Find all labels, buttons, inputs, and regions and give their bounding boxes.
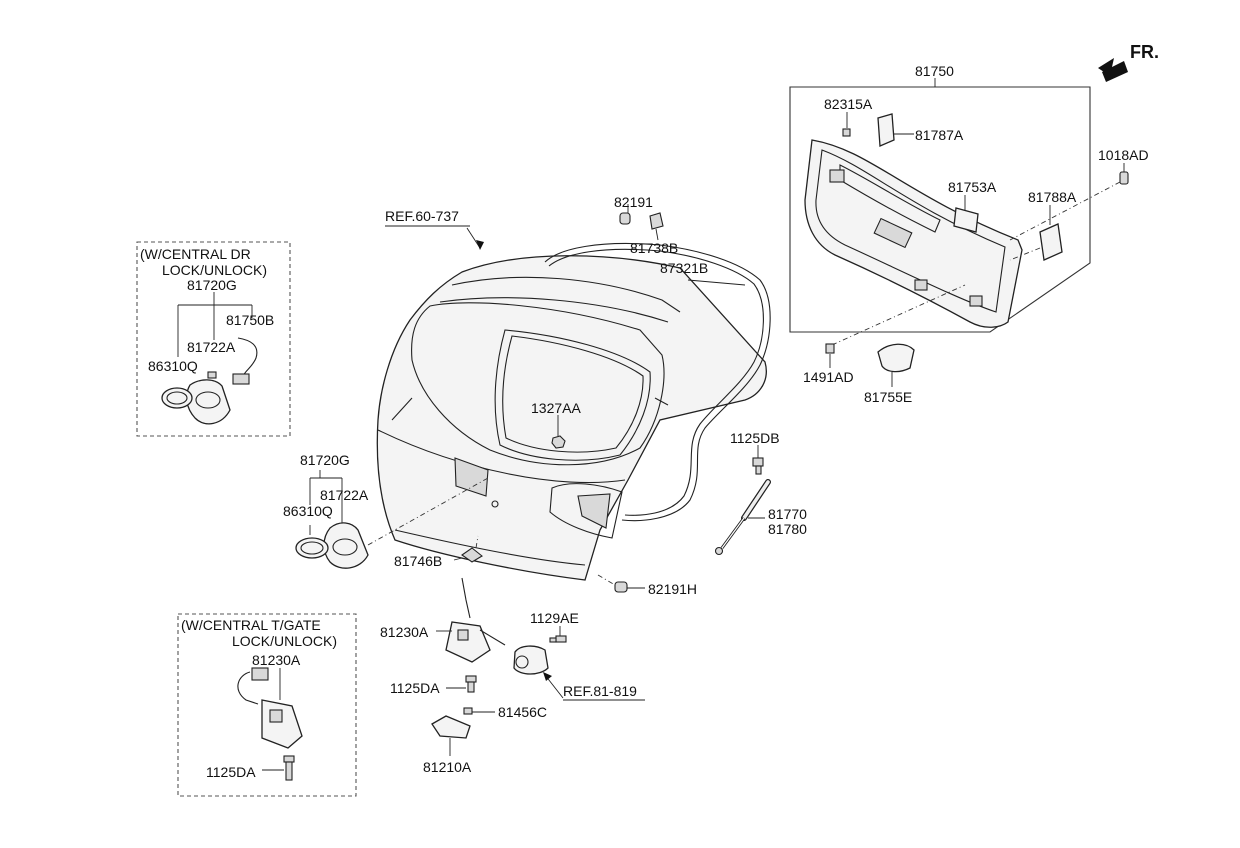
option-box-central-tgate-line2: LOCK/UNLOCK) [232,633,337,649]
bolt-1125db [752,445,764,475]
option-box-central-tgate-line1: (W/CENTRAL T/GATE [181,617,321,633]
bolt-1125da-center [446,675,477,693]
bumper-82191 [619,204,631,225]
part-label-81746b[interactable]: 81746B [394,553,442,569]
emblem-86310q [295,537,329,559]
part-label-87321b[interactable]: 87321B [660,260,708,276]
gas-strut [714,479,771,556]
weatherstrip-87321b [544,243,771,522]
option-box-central-dr-line1: (W/CENTRAL DR [140,246,251,262]
ref-81-819[interactable]: REF.81-819 [563,683,637,699]
part-label-81722a[interactable]: 81722A [320,487,369,503]
part-label-1129ae[interactable]: 1129AE [530,610,579,626]
trim-clip-81787a [877,113,914,147]
actuator-ref-81-819 [513,645,549,675]
part-label-81230a-opt[interactable]: 81230A [252,652,301,668]
part-label-86310q[interactable]: 86310Q [283,503,333,519]
part-label-81755e[interactable]: 81755E [864,389,912,405]
part-label-81753a[interactable]: 81753A [948,179,997,195]
part-label-81750b[interactable]: 81750B [226,312,274,328]
wire-81750b [232,337,258,385]
tailgate-trim-panel [804,139,1023,328]
trim-group-box [789,86,1091,333]
part-label-81720g-opt[interactable]: 81720G [187,277,237,293]
part-label-81722a-opt[interactable]: 81722A [187,339,236,355]
stopper-81738b [649,212,664,241]
latch-81230a-opt [237,667,303,749]
part-label-82191h[interactable]: 82191H [648,581,697,597]
trim-clip-81788a [1039,205,1063,261]
front-direction-arrow-icon [1098,58,1128,82]
part-label-81770[interactable]: 81770 [768,506,807,522]
bolt-1125da-opt [262,755,295,781]
handle-81720g [323,522,369,569]
option-box-central-dr [136,241,291,437]
part-label-1018ad[interactable]: 1018AD [1098,147,1149,163]
bumper-82191h [614,581,645,593]
screw-1018ad [1119,163,1129,185]
clip-1491ad [825,343,835,368]
option-box-central-tgate [177,613,357,797]
trim-clip-81753a [953,195,979,233]
part-label-1125da[interactable]: 1125DA [390,680,440,696]
nut-1327aa [551,415,566,449]
part-label-1125db[interactable]: 1125DB [730,430,780,446]
part-label-82315a[interactable]: 82315A [824,96,873,112]
part-label-81750[interactable]: 81750 [915,63,954,79]
emblem-86310q-opt [161,387,193,409]
part-label-1125da-opt[interactable]: 1125DA [206,764,256,780]
latch-81230a [445,577,506,663]
part-label-1491ad[interactable]: 1491AD [803,369,854,385]
option-box-central-dr-line2: LOCK/UNLOCK) [162,262,267,278]
part-label-86310q-opt[interactable]: 86310Q [148,358,198,374]
fr-label: FR. [1130,42,1159,62]
tailgate-panel [376,255,767,581]
clip-82315a [842,112,851,137]
part-label-81720g[interactable]: 81720G [300,452,350,468]
part-label-81738b[interactable]: 81738B [630,240,678,256]
part-label-81456c[interactable]: 81456C [498,704,547,720]
bracket-81746b [453,547,483,563]
part-label-81788a[interactable]: 81788A [1028,189,1077,205]
part-label-81780[interactable]: 81780 [768,521,807,537]
part-label-81787a[interactable]: 81787A [915,127,964,143]
striker-81210a [431,715,471,756]
handle-81720g-opt [185,371,231,425]
bolt-1129ae [549,626,567,643]
pull-handle-81755e [877,343,915,387]
part-label-1327aa[interactable]: 1327AA [531,400,581,416]
bolt-81456c [463,707,495,715]
part-label-82191[interactable]: 82191 [614,194,653,210]
part-label-81210a[interactable]: 81210A [423,759,472,775]
ref-60-737[interactable]: REF.60-737 [385,208,459,224]
part-label-81230a[interactable]: 81230A [380,624,429,640]
